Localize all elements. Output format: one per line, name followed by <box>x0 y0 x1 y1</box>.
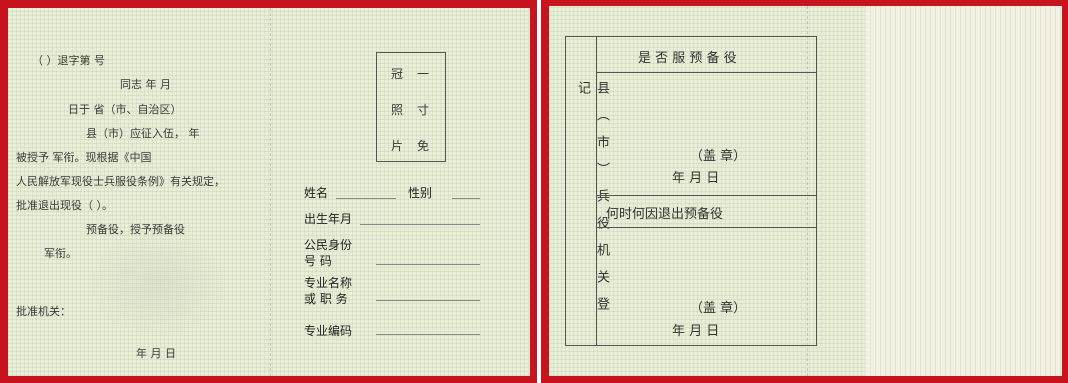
section1-divider <box>596 72 816 73</box>
spec-code-blank <box>376 334 480 335</box>
spec-code-label: 专业编码 <box>304 324 353 338</box>
right-page: 县（市）兵役机关登记 是 否 服 预 备 役 （盖 章） 年 月 日 何时何因退… <box>549 6 1062 376</box>
section1-date: 年 月 日 <box>672 171 720 186</box>
spec-label-line2: 或 职 务 <box>304 292 348 306</box>
faded-seal <box>88 228 228 338</box>
left-page: （ ）退字第 号 同志 年 月 日于 省（市、自治区） 县（市）应征入伍， 年 … <box>8 8 530 376</box>
photo-char: 照 <box>391 103 404 117</box>
section2-title: 何时何因退出预备役 <box>606 207 724 222</box>
section1-title: 是 否 服 预 备 役 <box>638 51 737 66</box>
approval-authority-label: 批准机关： <box>16 305 71 318</box>
photo-box: 一 寸 免 冠 照 片 <box>376 52 446 162</box>
gender-label: 性别 <box>408 186 433 200</box>
comrade-line: 同志 年 月 <box>120 78 171 91</box>
id-blank <box>376 264 480 265</box>
rank-end-line: 军衔。 <box>44 247 77 260</box>
page-fold-line <box>270 8 271 376</box>
gender-blank <box>452 198 480 199</box>
enlist-line: 县（市）应征入伍， 年 <box>86 127 200 140</box>
rank-line: 被授予 军衔。现根据《中国 <box>16 151 152 164</box>
photo-char: 寸 <box>417 103 430 117</box>
photo-char: 冠 <box>391 67 404 81</box>
side-title-column: 县（市）兵役机关登记 <box>566 37 609 345</box>
spec-label-line1: 专业名称 <box>304 276 353 290</box>
name-label: 姓名 <box>304 186 329 200</box>
photo-char: 一 <box>417 67 430 81</box>
birth-label: 出生年月 <box>304 212 353 226</box>
section1-stamp: （盖 章） <box>690 149 747 164</box>
stacked-page-edges <box>865 6 1062 376</box>
section2-divider <box>596 227 816 228</box>
reserve-registration-table: 县（市）兵役机关登记 是 否 服 预 备 役 （盖 章） 年 月 日 何时何因退… <box>565 36 817 346</box>
section-divider <box>596 195 816 196</box>
section2-date: 年 月 日 <box>672 324 720 339</box>
name-blank <box>336 198 396 199</box>
page-fold-line <box>807 6 808 376</box>
regulation-line: 人民解放军现役士兵服役条例》有关规定， <box>16 175 225 188</box>
section2-stamp: （盖 章） <box>690 301 747 316</box>
approval-date: 年 月 日 <box>136 347 176 360</box>
certificate-number-line: （ ）退字第 号 <box>32 54 105 67</box>
photo-char: 片 <box>391 139 404 153</box>
province-line: 日于 省（市、自治区） <box>68 103 182 116</box>
spec-blank <box>376 300 480 301</box>
id-label-line2: 号 码 <box>304 254 332 268</box>
photo-char: 免 <box>417 139 430 153</box>
side-title: 县（市）兵役机关登记 <box>575 81 609 324</box>
discharge-line: 批准退出现役（ ）。 <box>16 199 113 212</box>
birth-blank <box>360 224 480 225</box>
id-label-line1: 公民身份 <box>304 238 353 252</box>
reserve-line: 预备役，授予预备役 <box>86 223 185 236</box>
